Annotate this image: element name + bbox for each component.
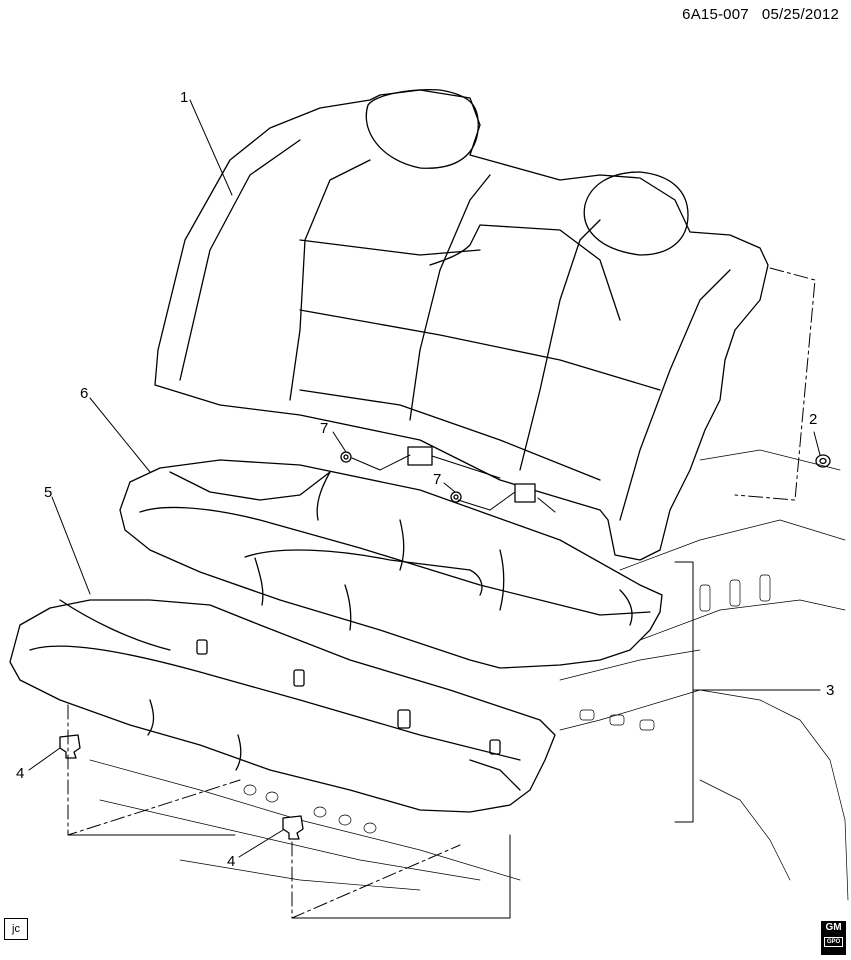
nut-part-2 <box>815 454 831 468</box>
callout-7-right: 7 <box>433 471 441 488</box>
diagram-header: 6A15-007 05/25/2012 <box>682 6 839 23</box>
callout-1: 1 <box>180 89 188 106</box>
artist-tag: jc <box>4 918 28 940</box>
gm-logo-subtext: GPO <box>824 937 843 947</box>
leader-lines <box>28 99 821 919</box>
nut-part-7-left <box>340 451 352 463</box>
callout-5: 5 <box>44 484 52 501</box>
diagram-id: 6A15-007 <box>682 6 749 23</box>
seat-cushion-upper <box>119 459 663 669</box>
callout-labels: 1 2 3 4 4 5 6 7 7 <box>16 89 834 870</box>
callout-7-left: 7 <box>320 420 328 437</box>
gm-logo: GM GPO <box>821 921 846 955</box>
callout-4-upper: 4 <box>16 765 24 782</box>
seat-cushion-frame <box>9 599 556 813</box>
gm-logo-text: GM <box>825 922 842 933</box>
callout-6: 6 <box>80 385 88 402</box>
nut-part-7-right <box>450 491 462 503</box>
vehicle-floor-structure <box>89 449 849 901</box>
clip-part-4-upper <box>59 734 81 759</box>
clip-part-4-lower <box>282 815 304 840</box>
callout-2: 2 <box>809 411 817 428</box>
diagram-date: 05/25/2012 <box>761 6 839 23</box>
callout-4-lower: 4 <box>227 853 235 870</box>
fastener-parts <box>59 446 831 840</box>
callout-3: 3 <box>826 682 834 699</box>
seat-back <box>154 89 769 561</box>
